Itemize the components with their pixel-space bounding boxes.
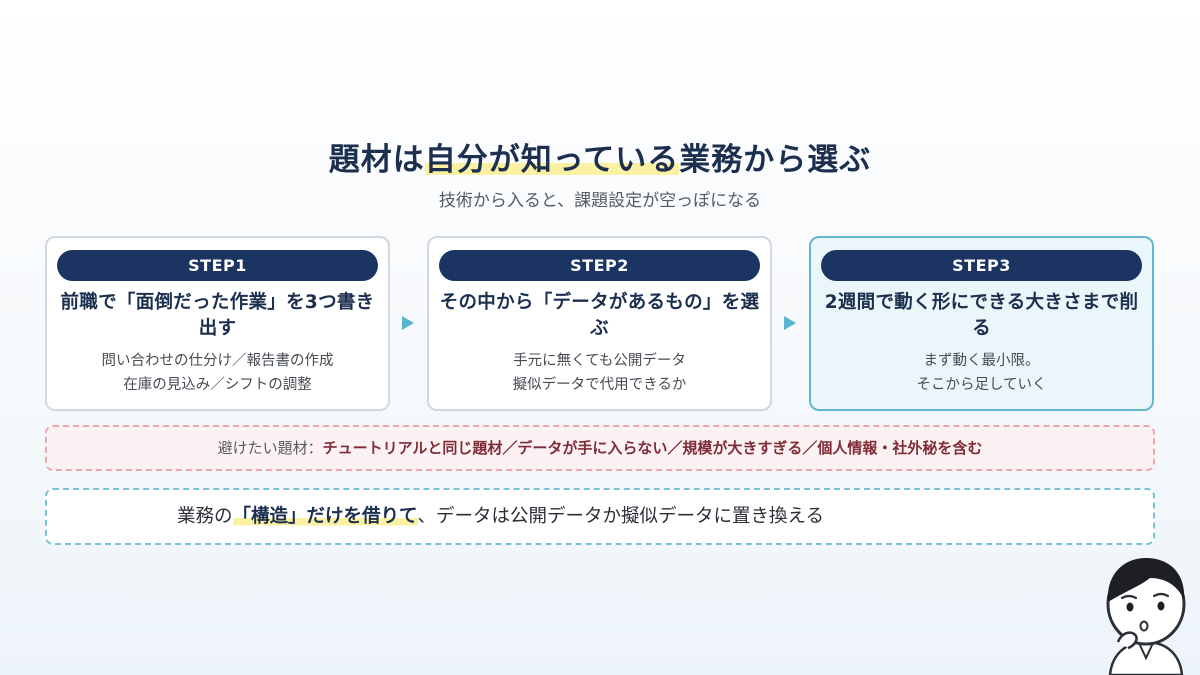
step-card-1: STEP1 前職で「面倒だった作業」を3つ書き出す 問い合わせの仕分け／報告書の… — [45, 236, 390, 411]
step-desc-line: 手元に無くても公開データ — [513, 353, 686, 369]
key-message-after: 、データは公開データか擬似データに置き換える — [417, 506, 824, 527]
step-label: STEP2 — [439, 250, 760, 281]
step-label: STEP1 — [57, 250, 378, 281]
step-desc-line: 問い合わせの仕分け／報告書の作成 — [101, 353, 334, 369]
step-desc-line: 擬似データで代用できるか — [512, 377, 687, 393]
key-message: 業務の「構造」だけを借りて、データは公開データか擬似データに置き換える — [177, 490, 824, 543]
triangle-right-icon — [784, 316, 796, 330]
step-heading: 2週間で動く形にできる大きさまで削る — [824, 292, 1139, 339]
avoid-topics-box: 避けたい題材：チュートリアルと同じ題材／データが手に入らない／規模が大きすぎる／… — [45, 425, 1155, 471]
step-desc-line: まず動く最小限。 — [923, 353, 1040, 369]
step-card-3: STEP3 2週間で動く形にできる大きさまで削る まず動く最小限。 そこから足し… — [809, 236, 1154, 411]
step-desc-line: そこから足していく — [916, 377, 1047, 393]
avoid-topics-label: 避けたい題材： — [217, 439, 323, 457]
thinking-person-illustration — [1106, 558, 1186, 675]
step-description: 問い合わせの仕分け／報告書の作成 在庫の見込み／シフトの調整 — [55, 349, 380, 397]
step-desc-line: 在庫の見込み／シフトの調整 — [123, 377, 312, 393]
title-before: 題材は — [328, 142, 425, 178]
step-label: STEP3 — [821, 250, 1142, 281]
step-heading: その中から「データがあるもの」を選ぶ — [439, 292, 760, 339]
key-message-before: 業務の — [177, 506, 233, 527]
title-highlight: 自分が知っている — [424, 142, 680, 178]
key-message-highlight: 「構造」だけを借りて — [232, 506, 418, 527]
slide-title: 題材は自分が知っている業務から選ぶ — [0, 134, 1200, 179]
slide-subtitle: 技術から入ると、課題設定が空っぽになる — [438, 191, 762, 211]
step-card-2: STEP2 その中から「データがあるもの」を選ぶ 手元に無くても公開データ 擬似… — [427, 236, 772, 411]
step-description: 手元に無くても公開データ 擬似データで代用できるか — [437, 349, 762, 397]
step-heading: 前職で「面倒だった作業」を3つ書き出す — [60, 292, 375, 339]
title-after: 業務から選ぶ — [679, 142, 872, 178]
triangle-right-icon — [402, 316, 414, 330]
avoid-topics-list: チュートリアルと同じ題材／データが手に入らない／規模が大きすぎる／個人情報・社外… — [322, 439, 983, 457]
step-description: まず動く最小限。 そこから足していく — [819, 349, 1144, 397]
key-message-box: 業務の「構造」だけを借りて、データは公開データか擬似データに置き換える — [45, 488, 1155, 545]
